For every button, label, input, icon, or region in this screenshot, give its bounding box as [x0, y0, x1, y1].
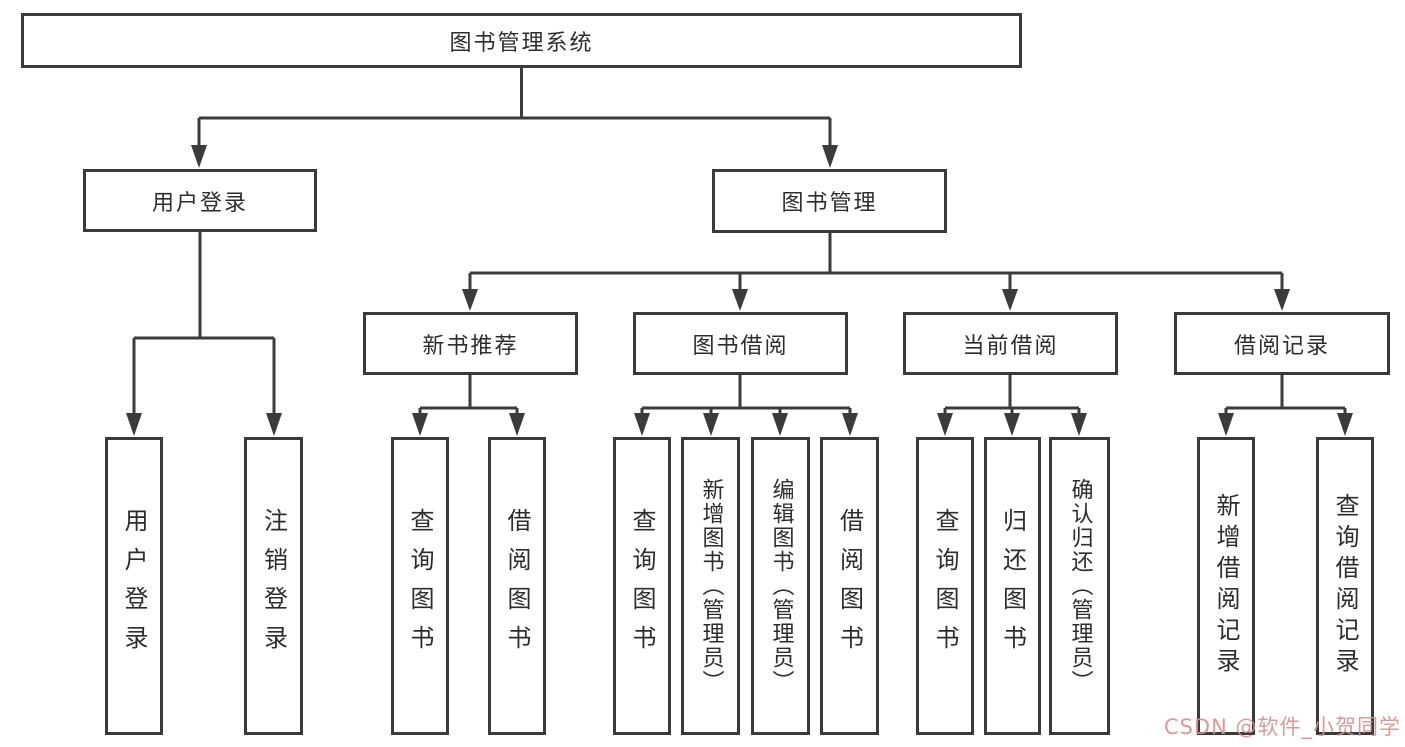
- leaf-add-book-admin: 新增图书（管理员）: [681, 437, 740, 735]
- node-label: 图书管理系统: [449, 30, 594, 56]
- node-label: 当前借阅: [962, 333, 1059, 359]
- leaf-return-book: 归还图书: [984, 437, 1041, 735]
- node-label: 借阅图书: [503, 508, 531, 664]
- node-current-borrow: 当前借阅: [903, 312, 1118, 375]
- node-label: 归还图书: [998, 508, 1027, 664]
- leaf-borrow-books-2: 借阅图书: [820, 437, 879, 735]
- node-label: 查询图书: [406, 508, 434, 664]
- node-label: 编辑图书（管理员）: [768, 478, 794, 694]
- leaf-confirm-return-admin: 确认归还（管理员）: [1049, 437, 1110, 735]
- leaf-user-login: 用户登录: [105, 437, 163, 735]
- leaf-query-books-3: 查询图书: [916, 437, 974, 735]
- node-new-book-recommend: 新书推荐: [363, 312, 578, 375]
- node-user-login: 用户登录: [83, 169, 317, 232]
- node-label: 注销登录: [259, 508, 288, 664]
- node-label: 查询借阅记录: [1331, 493, 1359, 679]
- node-label: 图书借阅: [692, 333, 789, 359]
- csdn-watermark: CSDN @软件_小贺同学: [1163, 715, 1401, 739]
- node-label: 用户登录: [120, 508, 148, 664]
- node-label: 查询图书: [628, 508, 656, 664]
- node-label: 查询图书: [931, 508, 959, 664]
- node-borrow-records: 借阅记录: [1174, 312, 1390, 375]
- node-book-management: 图书管理: [712, 169, 947, 233]
- leaf-query-books-2: 查询图书: [613, 437, 671, 735]
- leaf-edit-book-admin: 编辑图书（管理员）: [751, 437, 810, 735]
- arrowheads: [126, 145, 1353, 436]
- node-label: 借阅记录: [1233, 333, 1330, 359]
- node-label: 新增图书（管理员）: [698, 478, 724, 694]
- node-book-borrow: 图书借阅: [633, 312, 848, 375]
- leaf-query-books-1: 查询图书: [391, 437, 449, 735]
- node-label: 借阅图书: [835, 508, 864, 664]
- node-label: 新书推荐: [422, 333, 519, 359]
- node-label: 图书管理: [781, 191, 878, 216]
- node-label: 确认归还（管理员）: [1067, 478, 1093, 694]
- node-label: 用户登录: [151, 190, 248, 216]
- node-library-system: 图书管理系统: [21, 13, 1022, 68]
- leaf-borrow-books-1: 借阅图书: [488, 437, 546, 735]
- leaf-add-borrow-record: 新增借阅记录: [1197, 437, 1255, 735]
- leaf-logout: 注销登录: [244, 437, 303, 735]
- node-label: 新增借阅记录: [1212, 493, 1240, 679]
- leaf-query-borrow-record: 查询借阅记录: [1316, 437, 1374, 735]
